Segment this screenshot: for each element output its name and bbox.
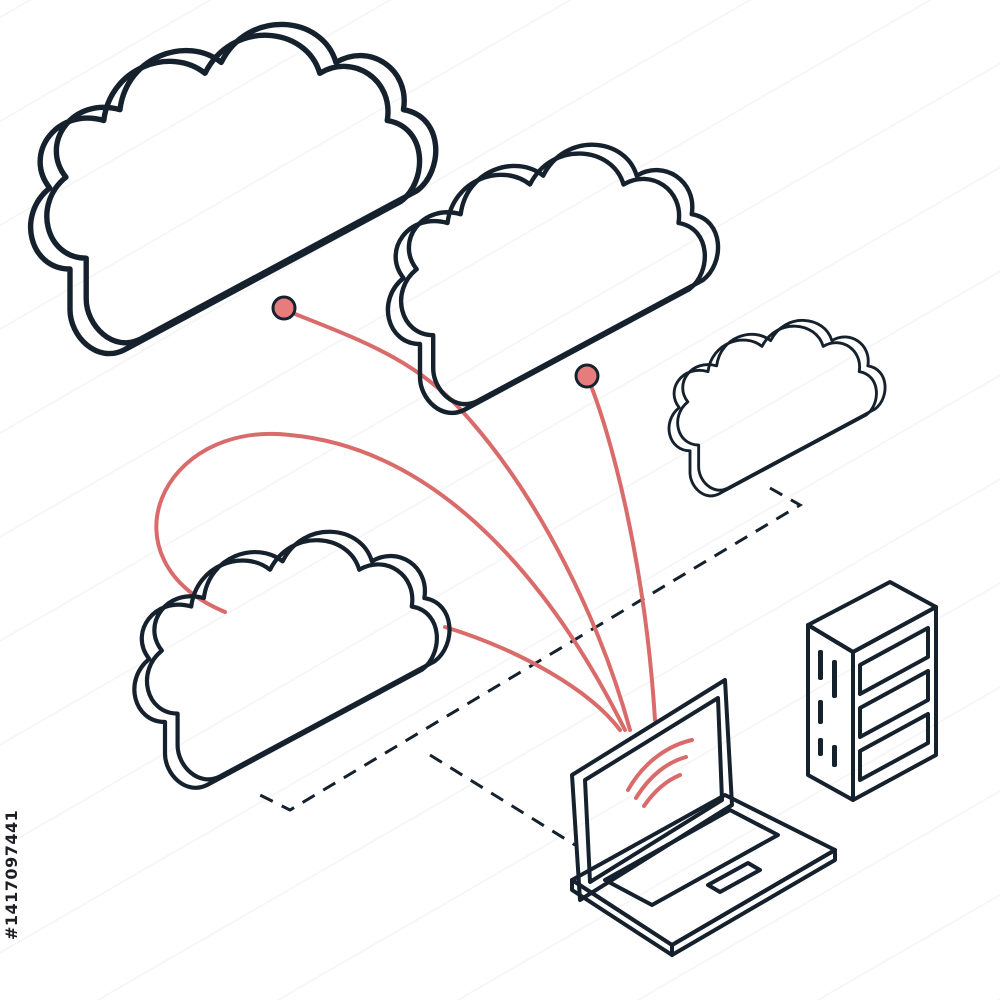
connection-node-icon — [271, 295, 297, 321]
dashed-network-paths — [259, 486, 803, 847]
connection-line-3 — [154, 431, 627, 732]
connection-lines — [154, 308, 657, 732]
cloud-right-small — [667, 318, 887, 498]
laptop-trackpad — [706, 861, 762, 894]
laptop-keyboard — [603, 808, 780, 907]
server-side-vents — [818, 650, 837, 767]
wifi-signal-icon — [626, 738, 694, 808]
connection-line-1 — [283, 308, 632, 732]
stock-id-watermark: #1417097441 — [2, 809, 21, 941]
connection-node-icon — [574, 363, 600, 389]
server-side — [806, 623, 855, 802]
server-drive-bay — [858, 626, 930, 696]
connection-line-4 — [443, 625, 622, 732]
laptop-screen — [583, 696, 724, 884]
laptop — [570, 678, 837, 957]
server-drive-bay — [858, 669, 930, 739]
cloud-top-middle — [388, 145, 718, 413]
server-front — [851, 605, 938, 802]
server-drive-bay — [858, 712, 930, 782]
laptop-lid — [570, 678, 734, 902]
server-rack — [806, 580, 938, 802]
dashed-path-laptop — [429, 753, 576, 847]
cloud-top-left — [31, 24, 436, 353]
connection-line-2 — [585, 374, 657, 722]
cloud-bottom-left — [134, 532, 449, 788]
